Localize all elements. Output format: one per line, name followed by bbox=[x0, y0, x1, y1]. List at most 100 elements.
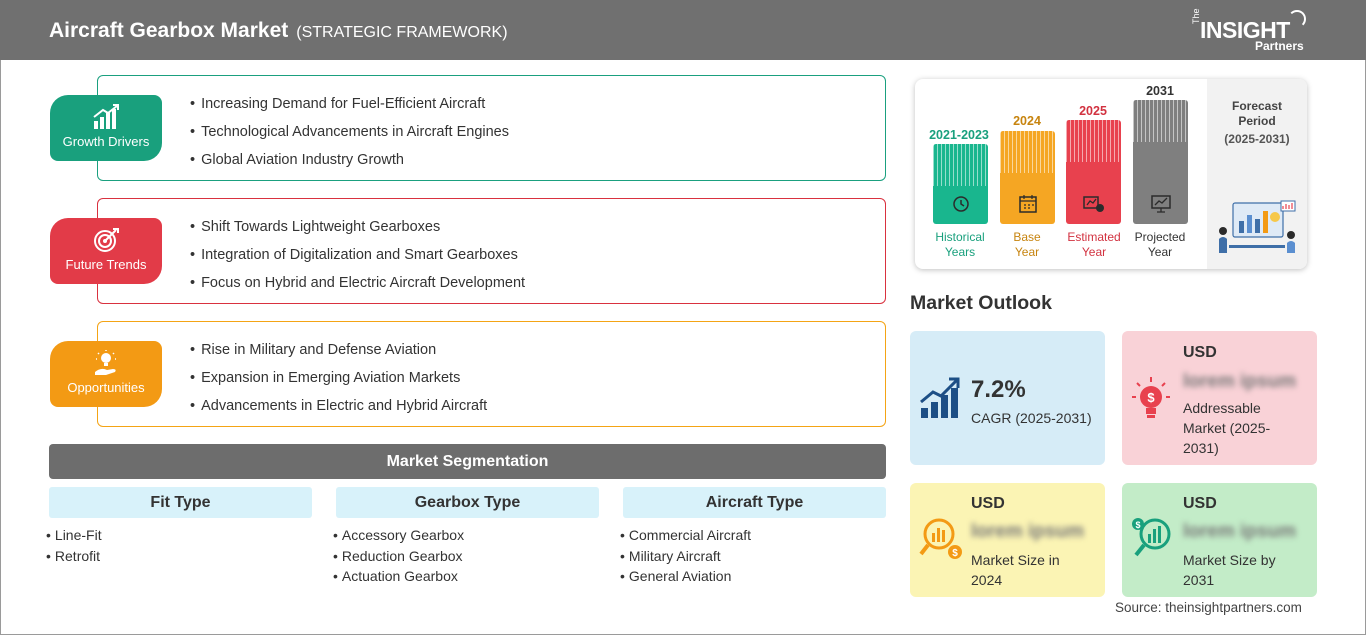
timeline-year-base: 2024 bbox=[1013, 114, 1041, 128]
list-item: Retrofit bbox=[46, 546, 312, 567]
list-item: Increasing Demand for Fuel-Efficient Air… bbox=[190, 92, 509, 120]
desc-line: Addressable bbox=[1183, 400, 1261, 416]
estimate-chart-icon bbox=[1083, 196, 1104, 212]
market-size-2024-card: USD lorem ipsum $ Market Size in 2024 bbox=[910, 483, 1105, 597]
svg-text:$: $ bbox=[952, 548, 958, 559]
segment-list: Accessory Gearbox Reduction Gearbox Actu… bbox=[333, 525, 599, 587]
magnifier-chart-icon: $ bbox=[919, 518, 962, 559]
projection-board-icon bbox=[1151, 195, 1171, 213]
timeline-bar-base bbox=[1000, 131, 1055, 224]
currency-label: USD bbox=[1183, 495, 1217, 512]
market-segmentation-bar: Market Segmentation bbox=[49, 444, 886, 479]
segment-gearbox-type: Gearbox Type Accessory Gearbox Reduction… bbox=[336, 487, 599, 587]
blurred-value: lorem ipsum bbox=[971, 521, 1084, 542]
list-item: Actuation Gearbox bbox=[333, 566, 599, 587]
desc-line: 2031) bbox=[1183, 440, 1219, 456]
growth-bars-icon bbox=[920, 377, 960, 418]
caption-line: Base bbox=[1013, 230, 1041, 244]
segment-heading: Gearbox Type bbox=[336, 487, 599, 518]
list-item: Accessory Gearbox bbox=[333, 525, 599, 546]
list-item: Focus on Hybrid and Electric Aircraft De… bbox=[190, 271, 525, 299]
market-size-2024-label: Market Size in 2024 bbox=[971, 550, 1060, 590]
market-outlook-title: Market Outlook bbox=[910, 292, 1052, 314]
timeline-bar-projected bbox=[1133, 100, 1188, 224]
insight-partners-logo[interactable]: The INSIGHT Partners bbox=[1190, 8, 1310, 54]
opportunities-box: Rise in Military and Defense Aviation Ex… bbox=[97, 321, 886, 427]
idea-hand-icon bbox=[95, 350, 116, 375]
timeline-caption-historical: Historical Years bbox=[920, 230, 1000, 260]
growth-drivers-badge: Growth Drivers bbox=[50, 95, 162, 161]
caption-line: Estimated bbox=[1067, 230, 1121, 244]
forecast-label-line: Forecast bbox=[1231, 99, 1283, 113]
cagr-value: 7.2% bbox=[971, 376, 1026, 403]
forecast-panel: Forecast Period (2025-2031) bbox=[1207, 79, 1307, 269]
growth-drivers-label: Growth Drivers bbox=[62, 134, 150, 149]
desc-line: Market (2025- bbox=[1183, 420, 1271, 436]
future-trends-box: Shift Towards Lightweight Gearboxes Inte… bbox=[97, 198, 886, 304]
opportunities-list: Rise in Military and Defense Aviation Ex… bbox=[190, 338, 487, 422]
list-item: Rise in Military and Defense Aviation bbox=[190, 338, 487, 366]
market-size-2031-card: USD lorem ipsum $ Market Size by 2031 bbox=[1122, 483, 1317, 597]
svg-text:$: $ bbox=[1135, 520, 1140, 530]
desc-line: 2024 bbox=[971, 572, 1003, 588]
forecast-label-line: Period bbox=[1238, 114, 1276, 128]
opportunities-label: Opportunities bbox=[67, 380, 145, 395]
logo-arc-icon bbox=[1288, 10, 1306, 28]
currency-label: USD bbox=[1183, 344, 1217, 361]
timeline-caption-base: Base Year bbox=[987, 230, 1067, 260]
header-bar: Aircraft Gearbox Market (STRATEGIC FRAMEW… bbox=[0, 0, 1366, 60]
timeline-year-historical: 2021-2023 bbox=[929, 128, 989, 142]
future-trends-badge: Future Trends bbox=[50, 218, 162, 284]
timeline-year-estimated: 2025 bbox=[1079, 104, 1107, 118]
segment-fit-type: Fit Type Line-Fit Retrofit bbox=[49, 487, 312, 566]
desc-line: Market Size by bbox=[1183, 552, 1276, 568]
timeline-caption-projected: Projected Year bbox=[1120, 230, 1200, 260]
segment-list: Commercial Aircraft Military Aircraft Ge… bbox=[620, 525, 886, 587]
blurred-value: lorem ipsum bbox=[1183, 521, 1296, 542]
cagr-card: 7.2% CAGR (2025-2031) bbox=[910, 331, 1105, 465]
timeline-year-projected: 2031 bbox=[1146, 84, 1174, 98]
segment-heading: Aircraft Type bbox=[623, 487, 886, 518]
market-size-2031-label: Market Size by 2031 bbox=[1183, 550, 1276, 590]
list-item: Expansion in Emerging Aviation Markets bbox=[190, 366, 487, 394]
logo-partners: Partners bbox=[1255, 39, 1304, 53]
title-text: Aircraft Gearbox Market bbox=[49, 19, 289, 42]
caption-line: Years bbox=[944, 245, 976, 259]
analytics-illustration-icon bbox=[1219, 200, 1296, 253]
list-item: Shift Towards Lightweight Gearboxes bbox=[190, 215, 525, 243]
timeline-caption-estimated: Estimated Year bbox=[1054, 230, 1134, 260]
list-item: Integration of Digitalization and Smart … bbox=[190, 243, 525, 271]
svg-text:$: $ bbox=[1147, 390, 1155, 405]
lightbulb-dollar-icon: $ bbox=[1132, 377, 1170, 418]
list-item: Technological Advancements in Aircraft E… bbox=[190, 120, 509, 148]
caption-line: Historical bbox=[935, 230, 985, 244]
caption-line: Year bbox=[1147, 245, 1173, 259]
segment-list: Line-Fit Retrofit bbox=[46, 525, 312, 566]
cagr-label: CAGR (2025-2031) bbox=[971, 410, 1092, 426]
list-item: Advancements in Electric and Hybrid Airc… bbox=[190, 394, 487, 422]
logo-insight: INSIGHT bbox=[1200, 17, 1290, 43]
timeline-bar-estimated bbox=[1066, 120, 1121, 224]
forecast-label: Forecast Period bbox=[1207, 99, 1307, 129]
growth-drivers-list: Increasing Demand for Fuel-Efficient Air… bbox=[190, 92, 509, 176]
segment-heading: Fit Type bbox=[49, 487, 312, 518]
desc-line: Market Size in bbox=[971, 552, 1060, 568]
addressable-market-label: Addressable Market (2025- 2031) bbox=[1183, 398, 1270, 458]
caption-line: Year bbox=[1014, 245, 1040, 259]
desc-line: 2031 bbox=[1183, 572, 1215, 588]
segment-aircraft-type: Aircraft Type Commercial Aircraft Milita… bbox=[623, 487, 886, 587]
list-item: Line-Fit bbox=[46, 525, 312, 546]
forecast-period: (2025-2031) bbox=[1224, 132, 1290, 146]
timeline-card: 2021-2023 Historical Years 2024 Base Yea… bbox=[915, 79, 1307, 269]
source-link[interactable]: Source: theinsightpartners.com bbox=[1115, 600, 1302, 615]
magnifier-growth-icon: $ bbox=[1132, 518, 1171, 557]
title-subtitle: (STRATEGIC FRAMEWORK) bbox=[296, 24, 508, 41]
list-item: Military Aircraft bbox=[620, 546, 886, 567]
calendar-icon bbox=[1019, 195, 1037, 213]
history-icon bbox=[953, 196, 969, 212]
growth-drivers-box: Increasing Demand for Fuel-Efficient Air… bbox=[97, 75, 886, 181]
list-item: Commercial Aircraft bbox=[620, 525, 886, 546]
caption-line: Projected bbox=[1134, 230, 1186, 244]
target-icon bbox=[94, 228, 119, 252]
opportunities-badge: Opportunities bbox=[50, 341, 162, 407]
